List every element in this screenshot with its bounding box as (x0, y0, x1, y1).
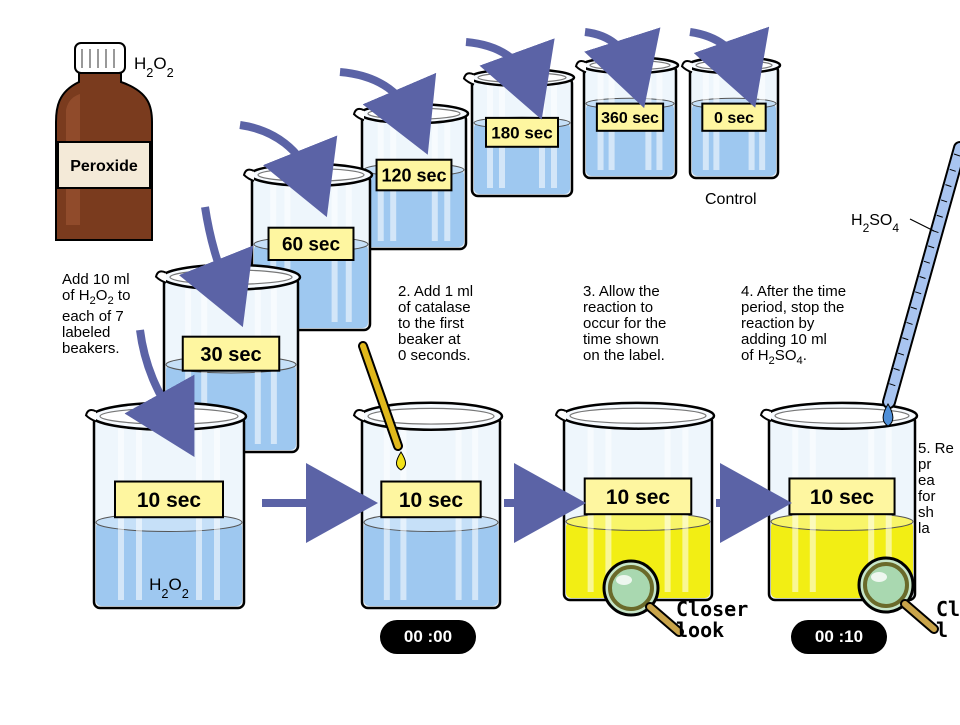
beaker-label-b60: 60 sec (282, 235, 341, 256)
beaker-b10b: 10 sec (352, 401, 504, 610)
bottle-label: Peroxide (70, 158, 138, 175)
arrow-into-beaker-120-sec (339, 68, 437, 155)
arrow-into-beaker-10-sec (124, 329, 195, 457)
arrow-into-beaker-60-sec (239, 121, 338, 218)
beaker-label-b10b: 10 sec (399, 489, 464, 512)
peroxide-bottle: Peroxide (55, 42, 153, 241)
step-5-text: 5. Re pr ea for sh la (918, 440, 954, 537)
curved-arrow-group (124, 26, 770, 457)
beaker-label-b10a: 10 sec (137, 489, 202, 512)
acid-pipette (882, 141, 960, 427)
magnifier-icon[interactable] (602, 559, 684, 637)
timer-stop: 00 :10 (791, 620, 887, 654)
beaker-b120: 120 sec (352, 102, 470, 251)
acid-label: H2SO4 (851, 212, 899, 235)
beaker-b180: 180 sec (462, 67, 576, 198)
beaker-label-b10c: 10 sec (606, 486, 671, 509)
closer-look-link[interactable]: Closer look (676, 597, 749, 642)
magnifier-icon-2[interactable] (857, 556, 939, 634)
beaker-b0: 0 sec (680, 56, 782, 180)
beaker-b10d: 10 sec (759, 401, 919, 602)
timer-start: 00 :00 (380, 620, 476, 654)
beaker-label-b180: 180 sec (491, 123, 552, 142)
arrow-into-beaker-30-sec (178, 206, 254, 328)
beaker-label-b10d: 10 sec (810, 486, 875, 509)
beaker-label-b0: 0 sec (714, 110, 754, 127)
arrow-into-beaker-360-sec (584, 27, 661, 109)
control-label: Control (705, 191, 757, 208)
beaker-b360: 360 sec (574, 56, 680, 180)
beaker-label-b120: 120 sec (381, 166, 446, 186)
beaker-label-b360: 360 sec (601, 110, 659, 127)
beaker-label-b30: 30 sec (200, 344, 261, 366)
beaker-b10c: 10 sec (554, 401, 716, 602)
catalase-dropper (358, 341, 406, 471)
arrow-into-beaker-0-sec (689, 26, 770, 108)
bottle-formula: H2O2 (134, 54, 174, 80)
arrow-into-beaker-180-sec (465, 38, 555, 120)
closer-look-link-2[interactable]: Cl l (936, 597, 960, 642)
